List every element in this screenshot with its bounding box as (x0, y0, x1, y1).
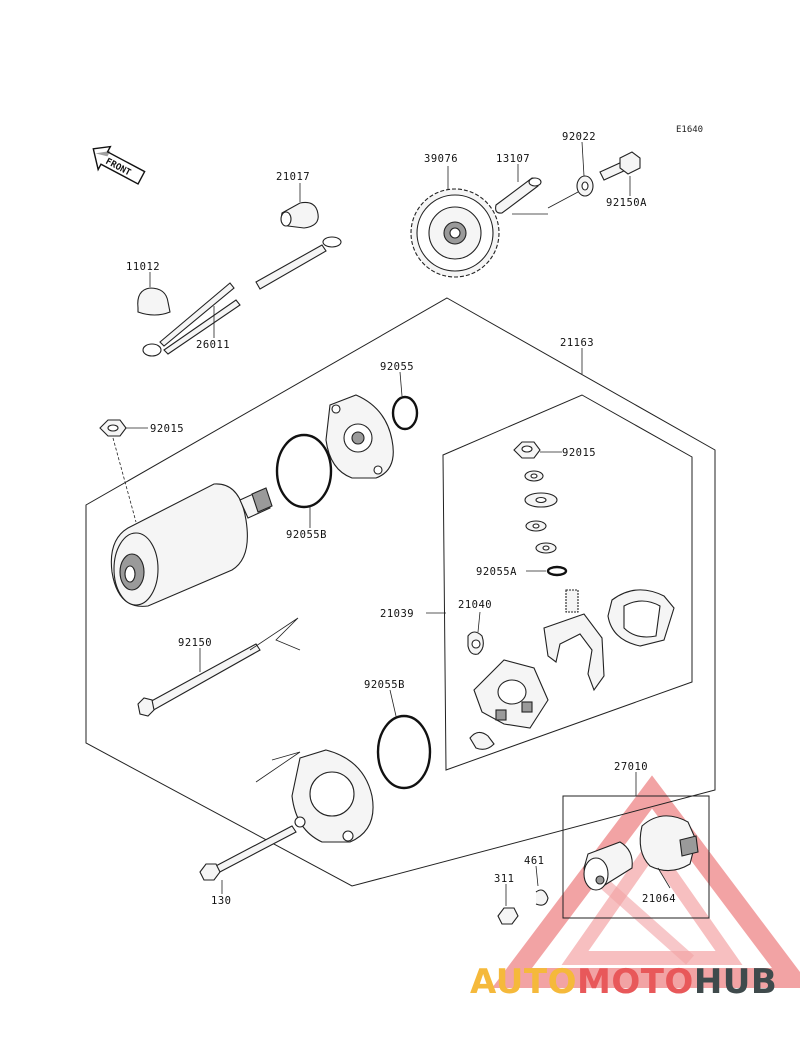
lead-wire (255, 236, 342, 290)
bolt-130 (199, 825, 297, 881)
o-ring-92055B-lower (376, 714, 432, 790)
label-21040: 21040 (458, 599, 492, 611)
label-21017: 21017 (276, 171, 310, 183)
nut-311 (497, 907, 519, 925)
rear-cover (255, 749, 374, 843)
nut-92015-right (513, 441, 541, 459)
label-311: 311 (494, 873, 514, 885)
watermark-moto: MOTO (576, 962, 694, 1002)
starter-motor-body (110, 483, 273, 607)
label-92055A: 92055A (476, 566, 517, 578)
label-130: 130 (211, 895, 231, 907)
diagram-code: E1640 (676, 125, 703, 135)
bolt-92150A (599, 151, 641, 181)
label-26011: 26011 (196, 339, 230, 351)
shaft-13107 (495, 177, 542, 214)
brush-plate (543, 589, 605, 692)
washer-stack (524, 470, 558, 554)
yoke-band (607, 589, 675, 647)
nut-92015-left (99, 419, 127, 437)
cable-26011 (142, 282, 241, 357)
gear-39076 (410, 188, 500, 278)
label-92150A: 92150A (606, 197, 647, 209)
label-92022: 92022 (562, 131, 596, 143)
brush-holder-21039 (473, 659, 549, 729)
starter-assembly-outline (85, 297, 716, 887)
front-arrow-icon: FRONT (92, 145, 146, 185)
label-92150: 92150 (178, 637, 212, 649)
label-21163: 21163 (560, 337, 594, 349)
watermark-hub: HUB (693, 962, 778, 1002)
spring-21040 (467, 631, 484, 655)
watermark-logo-icon (491, 775, 800, 988)
watermark-text: AUTOMOTOHUB (470, 962, 777, 1002)
front-cover (325, 394, 394, 479)
label-39076: 39076 (424, 153, 458, 165)
terminal-cap-21017 (280, 201, 319, 229)
magnetic-switch (583, 815, 699, 891)
watermark-auto: AUTO (470, 962, 577, 1002)
label-461: 461 (524, 855, 544, 867)
brush-holder-outline (442, 394, 693, 771)
label-21064: 21064 (642, 893, 676, 905)
o-ring-92055 (391, 395, 419, 431)
label-92055: 92055 (380, 361, 414, 373)
clip-461 (535, 889, 549, 906)
small-spring (469, 731, 495, 750)
o-ring-92055A (546, 565, 568, 577)
label-13107: 13107 (496, 153, 530, 165)
washer-92022 (576, 175, 594, 197)
long-bolt-92150 (137, 617, 301, 717)
label-92015-left: 92015 (150, 423, 184, 435)
o-ring-92055B-upper (275, 433, 333, 509)
label-27010: 27010 (614, 761, 648, 773)
label-92015-right: 92015 (562, 447, 596, 459)
boot-cap-11012 (137, 287, 171, 316)
label-21039: 21039 (380, 608, 414, 620)
label-92055B-bottom: 92055B (364, 679, 405, 691)
label-92055B-top: 92055B (286, 529, 327, 541)
label-11012: 11012 (126, 261, 160, 273)
